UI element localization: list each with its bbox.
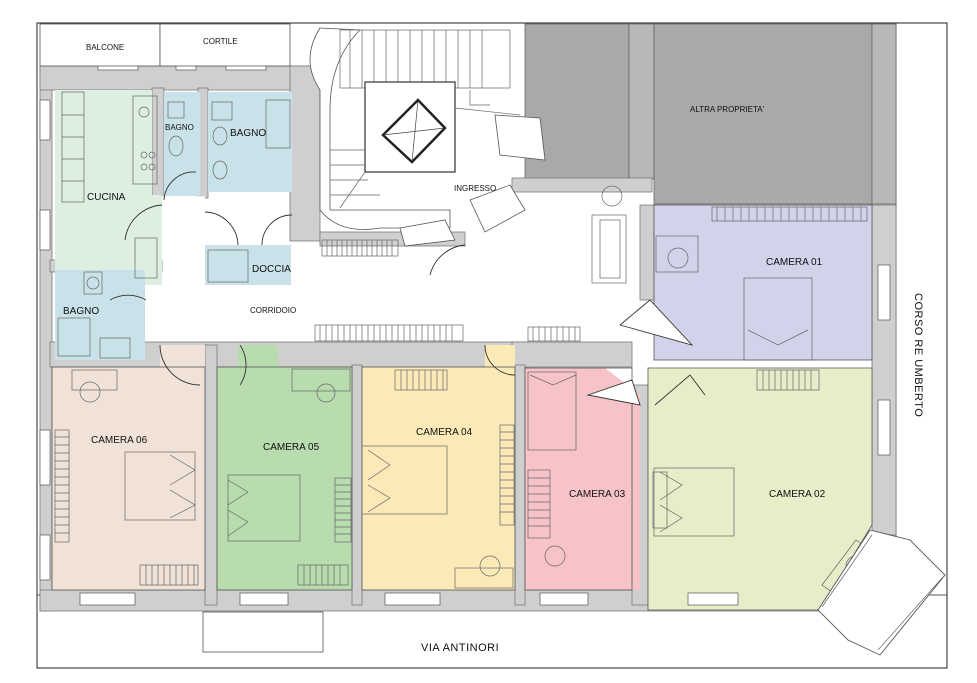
label-balcone: BALCONE [86, 43, 124, 52]
radiators [54, 206, 868, 586]
rooms [52, 90, 872, 610]
room-camera-06 [52, 367, 205, 590]
label-doccia: DOCCIA [252, 264, 291, 275]
label-corridoio: CORRIDOIO [250, 306, 296, 315]
label-camera-03: CAMERA 03 [569, 489, 626, 500]
bath-fixtures [57, 99, 291, 359]
labels: BALCONE CORTILE ALTRA PROPRIETA' BAGNO B… [63, 37, 924, 654]
room-bagno-3 [55, 270, 145, 360]
label-camera-01: CAMERA 01 [766, 257, 823, 268]
room-camera-05 [217, 367, 352, 590]
room-camera-01 [654, 205, 872, 360]
label-camera-04: CAMERA 04 [416, 427, 473, 438]
plan-frame [36, 22, 948, 669]
label-ingresso: INGRESSO [454, 184, 496, 193]
room-camera-02 [648, 368, 872, 610]
ingresso-doors [399, 114, 546, 247]
bay-window [817, 529, 946, 656]
label-camera-02: CAMERA 02 [769, 489, 826, 500]
staircase [309, 27, 521, 230]
label-bagno-3: BAGNO [63, 306, 99, 317]
label-corso-re-umberto: CORSO RE UMBERTO [912, 293, 924, 417]
label-altra-proprieta: ALTRA PROPRIETA' [690, 105, 765, 114]
label-cortile: CORTILE [203, 37, 238, 46]
label-bagno-2: BAGNO [230, 128, 266, 139]
room-camera-03 [525, 368, 640, 590]
other-property [524, 23, 897, 205]
label-cucina: CUCINA [87, 192, 126, 203]
room-cucina [55, 90, 162, 285]
label-camera-05: CAMERA 05 [263, 442, 320, 453]
room-camera-04 [362, 367, 515, 590]
room-bagno-1 [164, 92, 200, 196]
windows [39, 23, 891, 653]
kitchen-fixtures [61, 91, 158, 279]
room-bagno-2 [208, 92, 292, 192]
label-camera-06: CAMERA 06 [91, 435, 148, 446]
label-via-antinori: VIA ANTINORI [421, 642, 499, 654]
doors [109, 171, 706, 406]
sofa [591, 185, 627, 284]
label-bagno-1: BAGNO [165, 123, 194, 132]
beds [124, 277, 813, 542]
